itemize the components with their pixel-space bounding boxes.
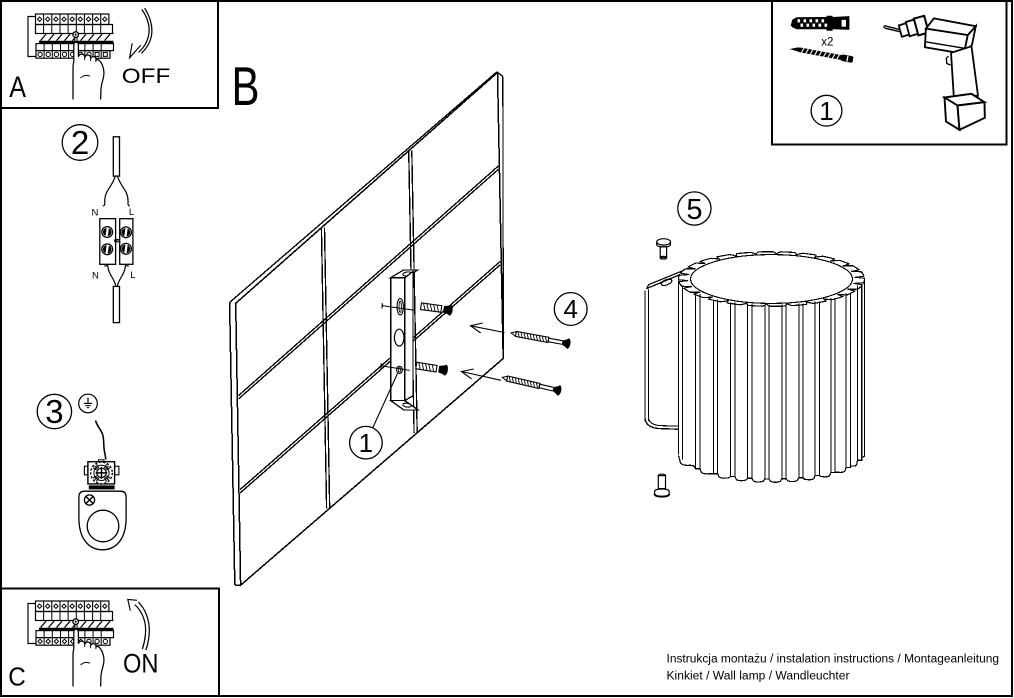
svg-text:x2: x2 <box>821 36 833 48</box>
svg-text:Kinkiet / Wall lamp / Wandleuc: Kinkiet / Wall lamp / Wandleuchter <box>667 671 850 683</box>
svg-text:ON: ON <box>123 648 159 678</box>
svg-text:B: B <box>232 56 260 117</box>
svg-text:Instrukcja montażu / instalati: Instrukcja montażu / instalation instruc… <box>667 653 1000 665</box>
svg-text:1: 1 <box>359 428 373 458</box>
svg-text:L: L <box>130 270 135 281</box>
svg-text:L: L <box>129 207 134 218</box>
svg-text:5: 5 <box>686 194 702 226</box>
svg-text:N: N <box>92 271 99 282</box>
svg-text:4: 4 <box>563 294 577 324</box>
svg-text:A: A <box>9 71 26 104</box>
svg-text:N: N <box>92 208 99 219</box>
svg-text:1: 1 <box>819 96 833 126</box>
svg-text:3: 3 <box>45 393 63 430</box>
svg-text:OFF: OFF <box>122 64 171 88</box>
svg-text:C: C <box>8 662 26 692</box>
svg-text:2: 2 <box>71 124 89 161</box>
